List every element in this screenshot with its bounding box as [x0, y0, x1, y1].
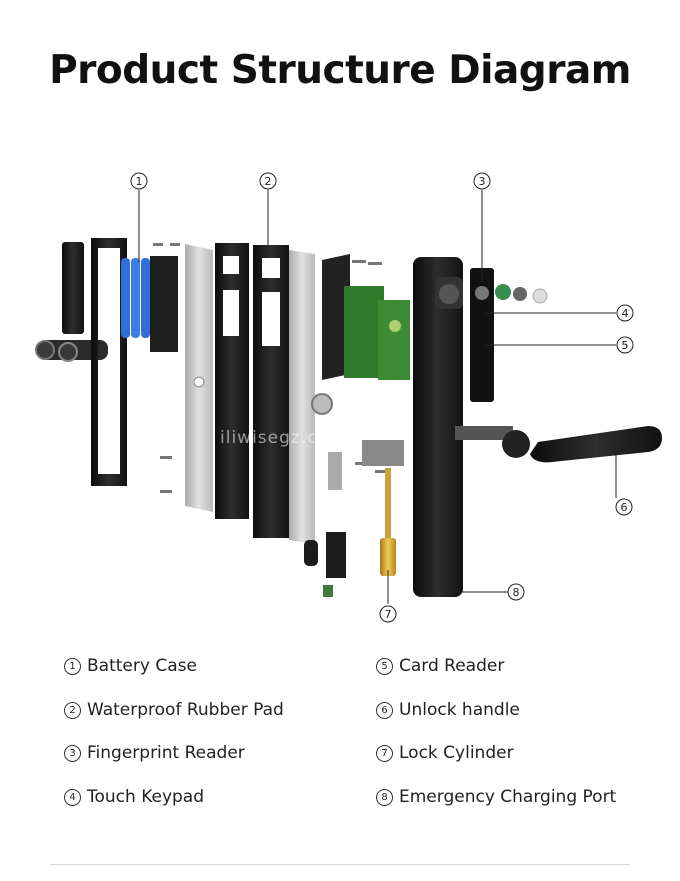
lock-cylinder: [362, 440, 404, 576]
fingerprint-module: [495, 284, 548, 304]
callout-3-number: 3: [479, 175, 486, 188]
callout-8: 8: [507, 583, 525, 601]
leader-lines: [138, 190, 617, 604]
callout-4-number: 4: [622, 307, 629, 320]
front-panel: [413, 257, 463, 597]
metal-plate: [185, 244, 213, 512]
callout-6: 6: [615, 498, 633, 516]
battery-case: [121, 256, 178, 352]
callout-3: 3: [473, 172, 491, 190]
callout-1-number: 1: [136, 175, 143, 188]
bottom-divider: [50, 864, 630, 865]
callout-7: 7: [379, 605, 397, 623]
watermark: iliwisegz.com: [220, 428, 347, 448]
callout-5-number: 5: [622, 339, 629, 352]
unlock-handle: [455, 426, 662, 463]
callout-8-number: 8: [513, 586, 520, 599]
page-title: Product Structure Diagram: [49, 48, 631, 93]
callout-2: 2: [259, 172, 277, 190]
back-cover: [62, 242, 84, 334]
callout-4: 4: [616, 304, 634, 322]
touch-keypad-panel: [470, 268, 494, 402]
front-metal-plate: [289, 250, 333, 544]
waterproof-rubber-pad: [253, 245, 289, 538]
gasket-plate-1: [215, 243, 249, 519]
callout-1: 1: [130, 172, 148, 190]
pcb-assembly: [322, 254, 410, 380]
rear-spindle: [35, 340, 108, 362]
callout-5: 5: [616, 336, 634, 354]
callout-7-number: 7: [385, 608, 392, 621]
callout-2-number: 2: [265, 175, 272, 188]
callout-6-number: 6: [621, 501, 628, 514]
